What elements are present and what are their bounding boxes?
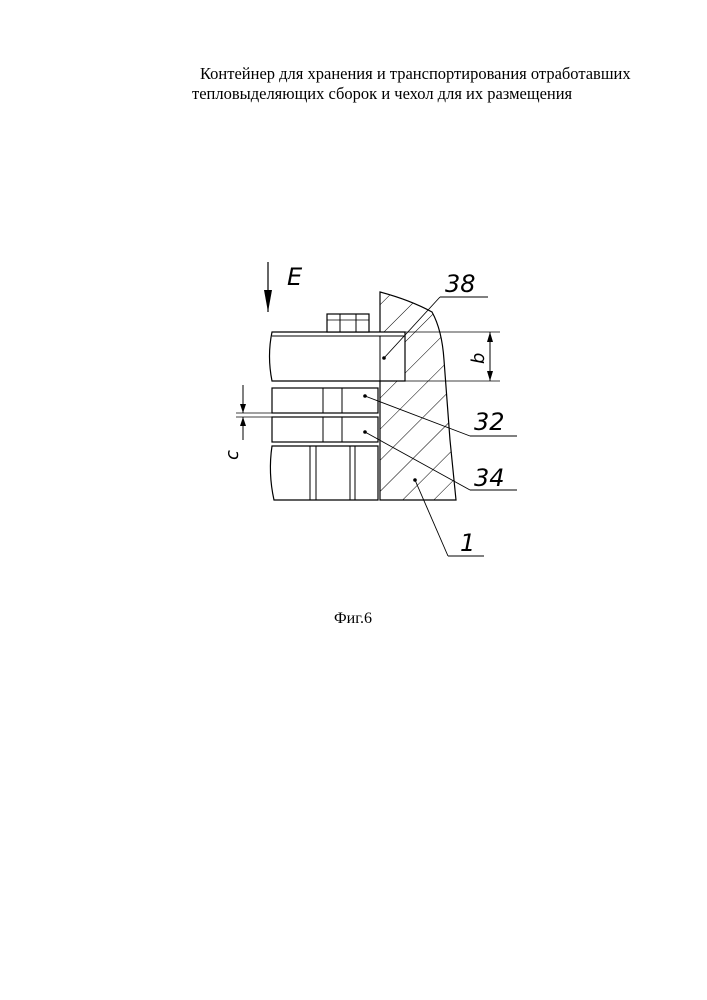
dimension-c-label: c (222, 450, 243, 460)
callout-1: 1 (460, 529, 475, 557)
view-label-e: E (287, 263, 303, 291)
spacer-row-2 (272, 417, 378, 442)
figure-caption: Фиг.6 (334, 610, 372, 628)
callout-38: 38 (445, 270, 476, 298)
hatched-wall-section (380, 292, 456, 500)
view-direction-arrow (264, 262, 272, 312)
callout-32: 32 (474, 408, 505, 436)
spacer-row-1 (272, 388, 378, 413)
bolt-head (327, 314, 369, 332)
base-block (270, 446, 378, 500)
dimension-b-label: b (468, 353, 489, 364)
callout-34: 34 (474, 464, 505, 492)
